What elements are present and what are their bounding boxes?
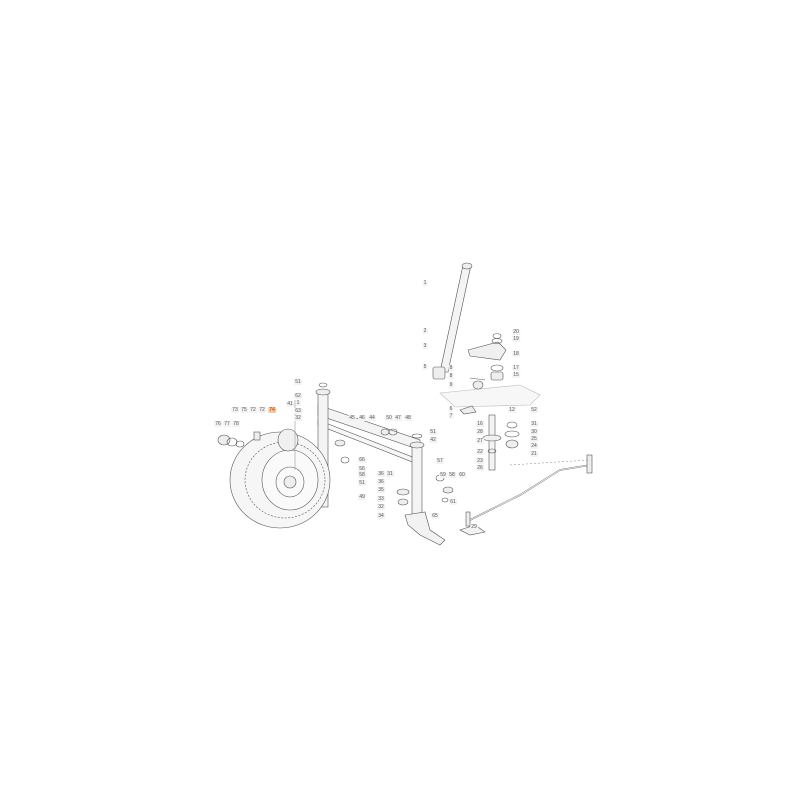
part-label-31[interactable]: 31	[530, 421, 538, 427]
part-label-1[interactable]: 1	[422, 280, 428, 286]
part-label-12[interactable]: 12	[508, 407, 516, 413]
part-label-41[interactable]: 41	[286, 401, 294, 407]
part-label-59[interactable]: 59	[439, 472, 447, 478]
part-label-51[interactable]: 51	[294, 379, 302, 385]
part-label-8[interactable]: 8	[448, 365, 454, 371]
hardware	[334, 428, 454, 503]
axle-beam	[315, 382, 425, 526]
part-label-5[interactable]: 5	[422, 364, 428, 370]
part-label-15[interactable]: 15	[512, 372, 520, 378]
part-label-34[interactable]: 34	[377, 513, 385, 519]
part-label-51[interactable]: 51	[358, 480, 366, 486]
steering-sector	[467, 333, 507, 381]
part-label-23[interactable]: 23	[476, 458, 484, 464]
part-label-8[interactable]: 8	[448, 373, 454, 379]
part-label-36[interactable]: 36	[377, 471, 385, 477]
part-label-73[interactable]: 73	[231, 407, 239, 413]
part-label-20[interactable]: 20	[512, 329, 520, 335]
part-label-52[interactable]: 52	[530, 407, 538, 413]
part-label-6[interactable]: 6	[448, 406, 454, 412]
part-label-60[interactable]: 60	[458, 472, 466, 478]
part-label-28[interactable]: 28	[476, 429, 484, 435]
part-label-33[interactable]: 33	[377, 496, 385, 502]
mounting-plate	[439, 384, 541, 408]
part-label-26[interactable]: 26	[476, 465, 484, 471]
part-label-7[interactable]: 7	[448, 413, 454, 419]
part-label-1[interactable]: 1	[295, 400, 301, 406]
part-label-45[interactable]: 45	[348, 415, 356, 421]
part-label-75[interactable]: 75	[240, 407, 248, 413]
part-label-63[interactable]: 63	[294, 408, 302, 414]
part-label-18[interactable]: 18	[512, 351, 520, 357]
part-label-46[interactable]: 46	[358, 415, 366, 421]
part-label-19[interactable]: 19	[512, 336, 520, 342]
part-label-2[interactable]: 2	[422, 328, 428, 334]
part-label-30[interactable]: 30	[530, 429, 538, 435]
right-spindle	[396, 488, 446, 546]
tie-rod	[459, 454, 593, 536]
part-label-74[interactable]: 74	[268, 407, 276, 413]
part-label-47[interactable]: 47	[394, 415, 402, 421]
part-label-36[interactable]: 36	[377, 479, 385, 485]
part-label-29[interactable]: 29	[470, 524, 478, 530]
part-label-24[interactable]: 24	[530, 443, 538, 449]
part-label-32[interactable]: 32	[294, 415, 302, 421]
part-label-56[interactable]: 56	[358, 466, 366, 472]
part-label-77[interactable]: 77	[223, 421, 231, 427]
part-label-50[interactable]: 50	[385, 415, 393, 421]
part-label-76[interactable]: 76	[214, 421, 222, 427]
part-label-72[interactable]: 72	[258, 407, 266, 413]
part-label-58[interactable]: 58	[358, 472, 366, 478]
part-label-16[interactable]: 16	[476, 421, 484, 427]
part-label-42[interactable]: 42	[429, 437, 437, 443]
part-label-66[interactable]: 66	[358, 457, 366, 463]
part-label-22[interactable]: 22	[476, 449, 484, 455]
part-label-17[interactable]: 17	[512, 365, 520, 371]
part-label-27[interactable]: 27	[476, 438, 484, 444]
part-label-78[interactable]: 78	[232, 421, 240, 427]
pivot-shaft	[482, 414, 520, 471]
pinion-assembly	[459, 377, 486, 415]
part-label-44[interactable]: 44	[368, 415, 376, 421]
part-label-62[interactable]: 62	[294, 393, 302, 399]
part-label-65[interactable]: 65	[431, 513, 439, 519]
part-label-72[interactable]: 72	[249, 407, 257, 413]
part-label-57[interactable]: 57	[436, 458, 444, 464]
part-label-35[interactable]: 35	[377, 487, 385, 493]
part-label-3[interactable]: 3	[422, 343, 428, 349]
hub-parts	[217, 431, 261, 448]
front-wheel	[229, 428, 331, 529]
part-label-21[interactable]: 21	[530, 451, 538, 457]
part-label-48[interactable]: 48	[404, 415, 412, 421]
part-label-61[interactable]: 61	[449, 499, 457, 505]
part-label-51[interactable]: 51	[429, 429, 437, 435]
part-label-9[interactable]: 9	[448, 382, 454, 388]
part-label-31[interactable]: 31	[386, 471, 394, 477]
part-label-25[interactable]: 25	[530, 436, 538, 442]
part-label-58[interactable]: 58	[448, 472, 456, 478]
steering-column	[432, 262, 473, 380]
part-label-49[interactable]: 49	[358, 494, 366, 500]
part-label-32[interactable]: 32	[377, 504, 385, 510]
leader-dashed	[509, 459, 591, 466]
